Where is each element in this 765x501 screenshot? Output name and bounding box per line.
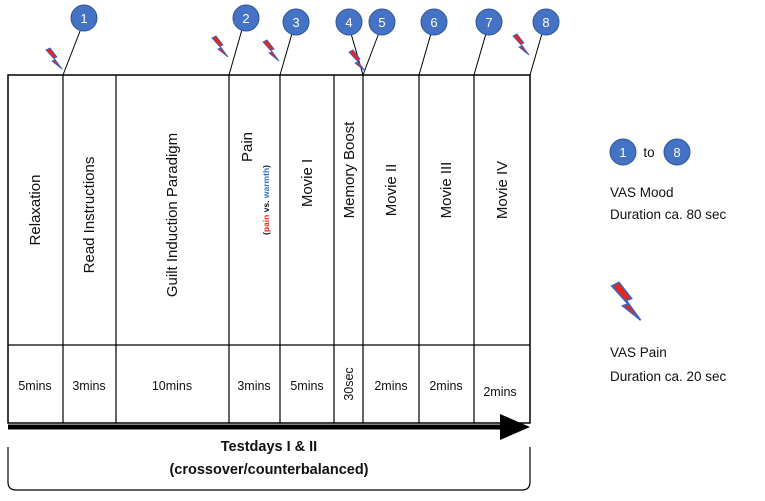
legend-lightning-bolt-icon <box>610 281 642 322</box>
marker-connectors <box>62 25 544 76</box>
marker-3: 3 <box>282 8 310 36</box>
timeline-arrow-head <box>500 414 530 440</box>
marker-number-3: 3 <box>292 15 299 30</box>
marker-7: 7 <box>475 8 503 36</box>
legend-marker-circle-from <box>609 138 637 166</box>
duration-movie-4: 2mins <box>483 385 516 399</box>
sublabel-vs: vs. <box>261 200 271 212</box>
marker-4: 4 <box>335 8 363 36</box>
footer-subtitle: (crossover/counterbalanced) <box>169 462 368 478</box>
marker-number-6: 6 <box>430 15 437 30</box>
segment-label-read-instructions: Read Instructions <box>81 157 98 274</box>
marker-number-4: 4 <box>345 15 352 30</box>
marker-circle-8 <box>532 8 560 36</box>
segment-label-pain: Pain <box>239 132 256 162</box>
marker-6: 6 <box>420 8 448 36</box>
duration-guilt-induction: 10mins <box>152 379 192 393</box>
marker-5: 5 <box>368 8 396 36</box>
segment-label-relaxation: Relaxation <box>27 175 44 246</box>
marker-circle-3 <box>282 8 310 36</box>
marker-circle-2 <box>232 4 260 32</box>
connector-5 <box>362 29 381 76</box>
marker-8: 8 <box>532 8 560 36</box>
legend-to-word: to <box>643 145 654 160</box>
segment-sublabel-pain-vs-warmth: (pain vs. warmth) <box>261 165 271 235</box>
marker-2: 2 <box>232 4 260 32</box>
marker-circle-4 <box>335 8 363 36</box>
connector-7 <box>473 29 488 76</box>
duration-pain: 3mins <box>237 379 270 393</box>
legend-pain: VAS Pain Duration ca. 20 sec <box>610 281 727 384</box>
connector-2 <box>228 25 244 76</box>
segment-label-movie-1: Movie I <box>299 159 316 207</box>
duration-memory-boost: 30sec <box>342 367 356 400</box>
marker-number-1: 1 <box>80 11 87 26</box>
marker-1: 1 <box>70 4 98 32</box>
legend-mood-title: VAS Mood <box>610 185 674 200</box>
legend-marker-circle-to <box>663 138 691 166</box>
footer-bracket <box>7 447 531 491</box>
duration-movie-3: 2mins <box>429 379 462 393</box>
duration-read-instructions: 3mins <box>72 379 105 393</box>
lightning-bolt-icon-5 <box>512 33 530 56</box>
marker-number-8: 8 <box>542 15 549 30</box>
connector-3 <box>279 29 294 76</box>
marker-number-5: 5 <box>378 15 385 30</box>
sublabel-warmth: warmth <box>261 168 271 199</box>
footer-title: Testdays I & II <box>221 439 317 455</box>
duration-movie-1: 5mins <box>290 379 323 393</box>
segment-label-guilt-induction: Guilt Induction Paradigm <box>164 133 181 297</box>
connector-6 <box>418 29 433 76</box>
segment-label-movie-2: Movie II <box>383 164 400 217</box>
marker-circle-6 <box>420 8 448 36</box>
legend-mood: 1 to 8 VAS Mood Duration ca. 80 sec <box>609 138 727 222</box>
marker-number-7: 7 <box>485 15 492 30</box>
legend-pain-title: VAS Pain <box>610 345 667 360</box>
segment-label-memory-boost: Memory Boost <box>341 121 358 219</box>
lightning-bolt-icon-2 <box>211 35 229 58</box>
legend-pain-duration: Duration ca. 20 sec <box>610 369 727 384</box>
pain-bolt-icons <box>45 33 530 72</box>
connector-8 <box>529 29 544 76</box>
marker-number-2: 2 <box>242 11 249 26</box>
segment-dividers <box>62 75 475 423</box>
segment-label-movie-4: Movie IV <box>494 161 511 219</box>
duration-labels: 5mins 3mins 10mins 3mins 5mins 30sec 2mi… <box>18 367 516 400</box>
connector-1 <box>62 25 83 76</box>
legend: 1 to 8 VAS Mood Duration ca. 80 sec VAS … <box>609 138 727 384</box>
legend-mood-duration: Duration ca. 80 sec <box>610 207 727 222</box>
duration-relaxation: 5mins <box>18 379 51 393</box>
mood-markers: 1 2 3 4 5 6 7 8 <box>70 4 560 36</box>
lightning-bolt-icon-3 <box>262 39 280 62</box>
timeline-frame <box>7 74 531 424</box>
sublabel-pain: pain <box>261 215 271 232</box>
legend-marker-from: 1 <box>619 145 626 160</box>
segment-labels: Relaxation Read Instructions Guilt Induc… <box>27 121 511 297</box>
marker-circle-7 <box>475 8 503 36</box>
legend-marker-to: 8 <box>673 145 680 160</box>
segment-label-movie-3: Movie III <box>438 162 455 219</box>
marker-circle-1 <box>70 4 98 32</box>
duration-movie-2: 2mins <box>374 379 407 393</box>
marker-circle-5 <box>368 8 396 36</box>
lightning-bolt-icon-1 <box>45 47 63 70</box>
timeline-arrow <box>8 414 530 440</box>
